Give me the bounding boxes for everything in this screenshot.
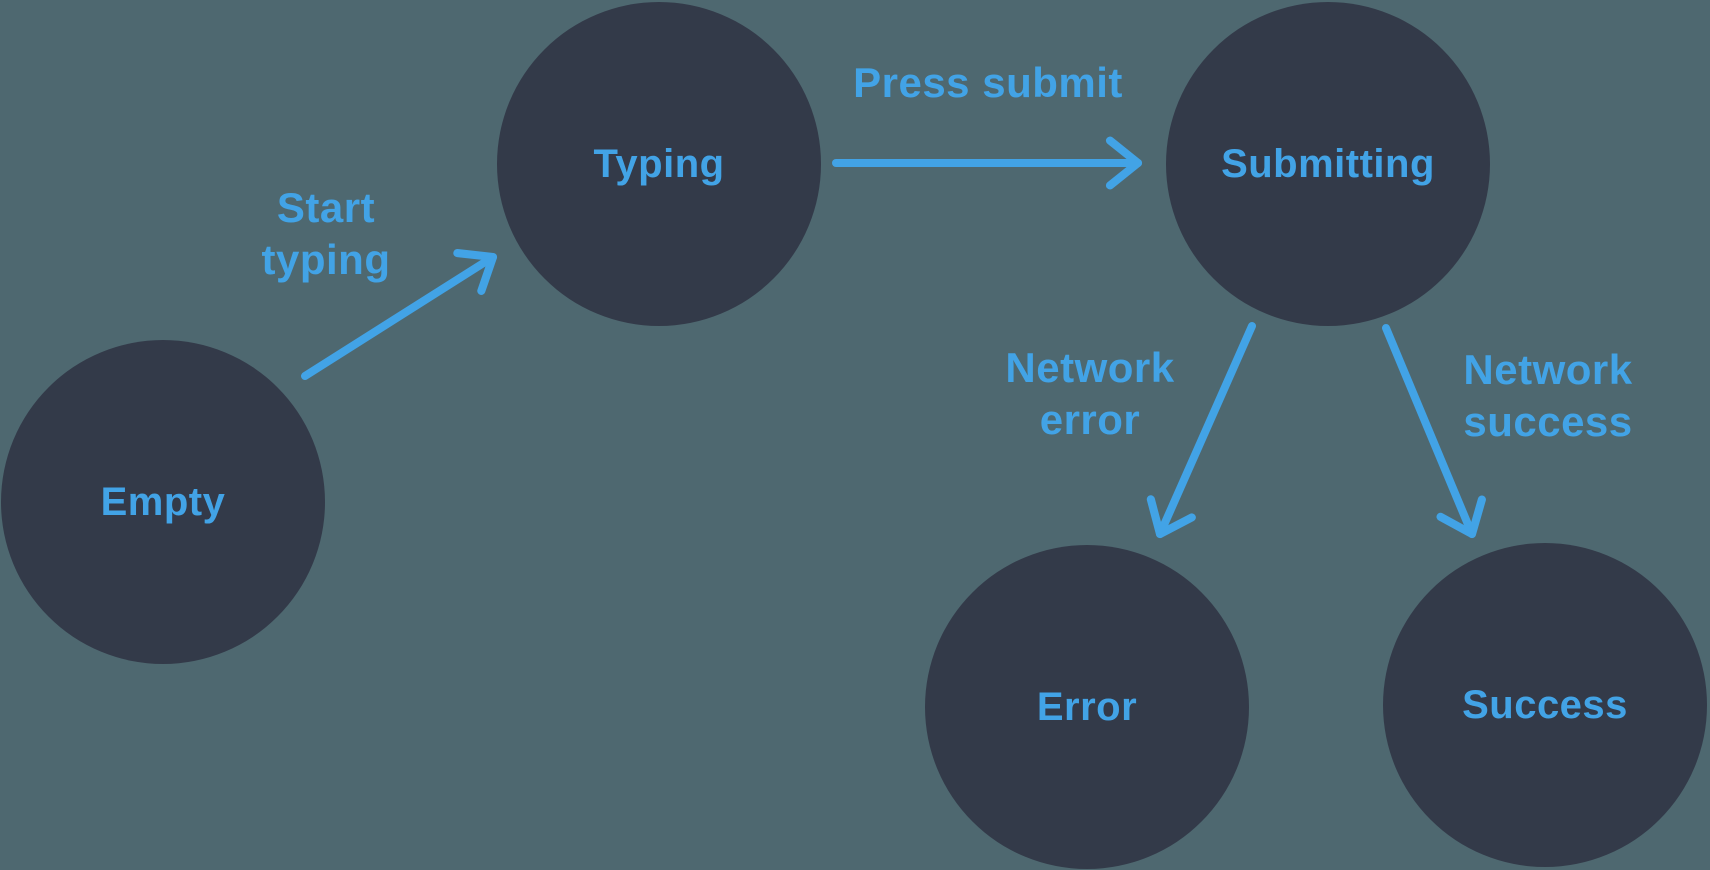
state-node-error: Error	[925, 545, 1249, 869]
transition-label-network-error: Network error	[1005, 344, 1175, 443]
state-label-error: Error	[1036, 685, 1138, 729]
state-node-typing: Typing	[497, 2, 821, 326]
state-node-empty: Empty	[1, 340, 325, 664]
state-label-submitting: Submitting	[1221, 142, 1435, 186]
transition-label-network-success: Network success	[1463, 346, 1633, 445]
transition-arrow-network-error	[1146, 322, 1256, 539]
transition-arrow-network-success	[1382, 324, 1486, 539]
state-node-submitting: Submitting	[1166, 2, 1490, 326]
state-label-success: Success	[1462, 683, 1628, 727]
transition-label-press-submit: Press submit	[853, 59, 1123, 106]
transition-label-start-typing: Start typing	[261, 184, 391, 283]
transition-arrow-start-typing	[301, 248, 498, 380]
state-node-success: Success	[1383, 543, 1707, 867]
state-label-typing: Typing	[593, 142, 725, 186]
state-label-empty: Empty	[100, 480, 226, 524]
